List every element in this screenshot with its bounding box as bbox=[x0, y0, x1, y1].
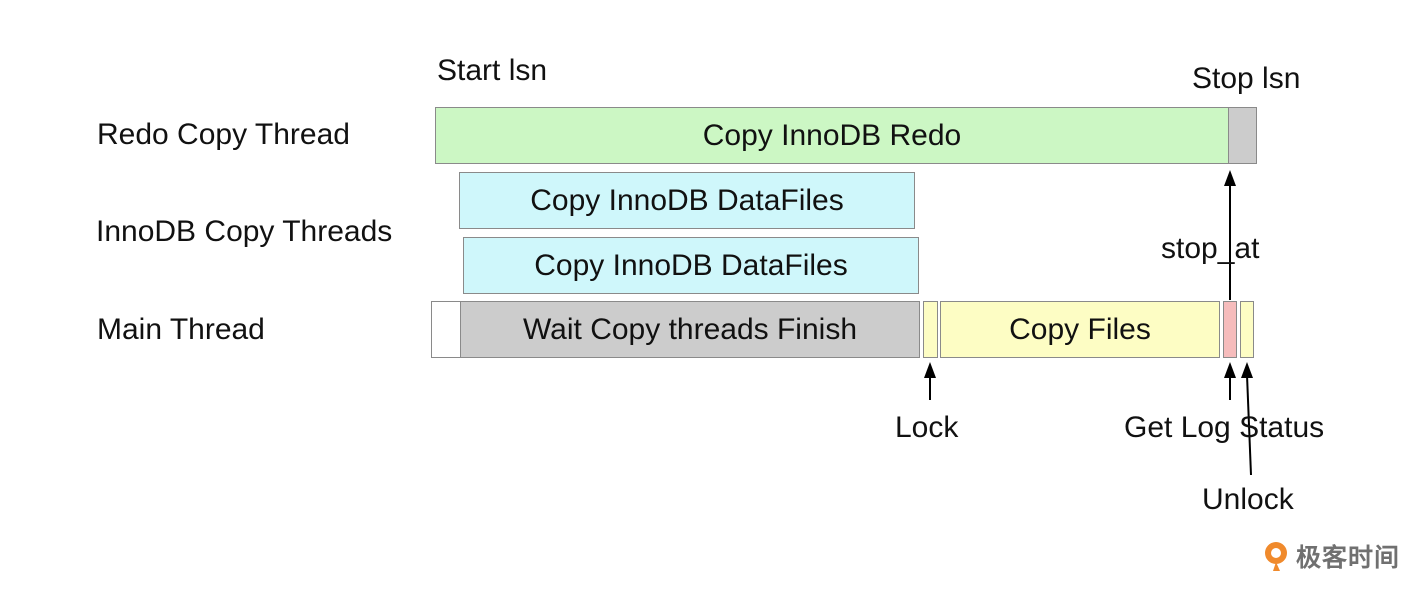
row-label-innodb: InnoDB Copy Threads bbox=[96, 215, 393, 248]
geektime-logo-icon bbox=[1265, 542, 1287, 571]
wait-finish-block: Wait Copy threads Finish bbox=[460, 301, 920, 358]
geektime-logo-text: 极客时间 bbox=[1296, 544, 1401, 572]
redo-copy-label: Copy InnoDB Redo bbox=[702, 119, 962, 152]
unlock-arrowhead bbox=[1241, 362, 1253, 378]
datafiles-block-1: Copy InnoDB DataFiles bbox=[459, 172, 915, 229]
stop-lsn-label: Stop lsn bbox=[1192, 62, 1301, 95]
start-lsn-label: Start lsn bbox=[437, 54, 548, 87]
copy-files-block: Copy Files bbox=[940, 301, 1220, 358]
redo-copy-block: Copy InnoDB Redo bbox=[435, 107, 1229, 164]
get-log-status-label: Get Log Status bbox=[1124, 411, 1325, 444]
datafiles-block-2: Copy InnoDB DataFiles bbox=[463, 237, 919, 294]
row-label-redo: Redo Copy Thread bbox=[97, 118, 350, 151]
geektime-watermark: 极客时间 bbox=[1262, 538, 1400, 574]
unlock-label: Unlock bbox=[1202, 483, 1294, 516]
unlock-arrow bbox=[1246, 374, 1252, 476]
stop-at-label: stop_at bbox=[1161, 232, 1260, 265]
get-log-status-arrowhead bbox=[1224, 362, 1236, 378]
get-log-status-block bbox=[1223, 301, 1237, 358]
lock-block bbox=[923, 301, 938, 358]
stop-lsn-block bbox=[1228, 107, 1257, 164]
copy-files-label: Copy Files bbox=[1009, 313, 1151, 346]
wait-finish-label: Wait Copy threads Finish bbox=[522, 313, 857, 346]
datafiles-label-2: Copy InnoDB DataFiles bbox=[534, 249, 848, 282]
stop-at-arrowhead bbox=[1224, 170, 1236, 186]
lock-label: Lock bbox=[895, 411, 959, 444]
unlock-block bbox=[1240, 301, 1254, 358]
lock-arrowhead bbox=[924, 362, 936, 378]
datafiles-label-1: Copy InnoDB DataFiles bbox=[530, 184, 844, 217]
row-label-main: Main Thread bbox=[97, 313, 265, 346]
